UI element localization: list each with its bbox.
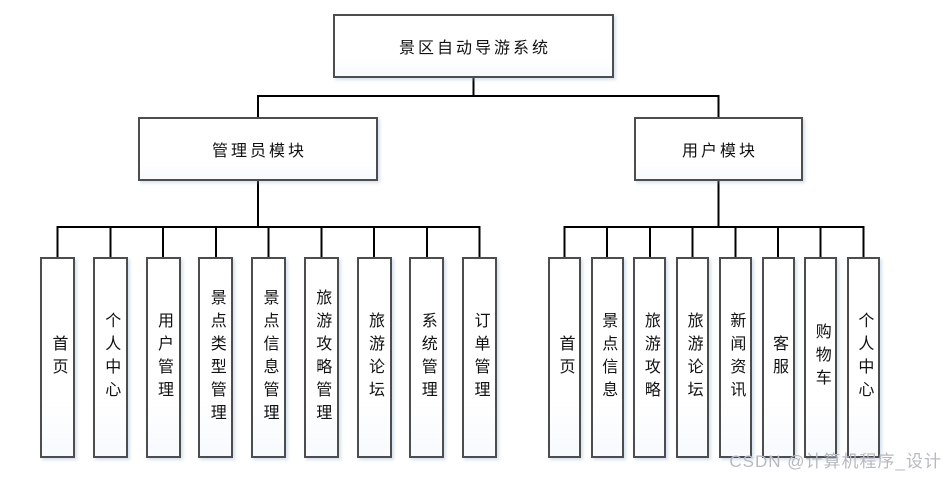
leaf-node-label: 旅游攻略管理 bbox=[313, 288, 331, 427]
tree-leaf-node: 个人中心 bbox=[92, 257, 128, 458]
leaf-node-label: 个人中心 bbox=[102, 311, 120, 404]
module-node-user: 用户模块 bbox=[634, 117, 803, 181]
tree-leaf-node: 景点信息管理 bbox=[251, 257, 286, 458]
user-leaf-row: 首页 景点信息 旅游攻略 旅游论坛 新闻资讯 客服 购物车 个人中心 bbox=[548, 257, 880, 458]
tree-leaf-node: 首页 bbox=[548, 257, 581, 458]
leaf-node-label: 新闻资讯 bbox=[727, 311, 745, 404]
tree-leaf-node: 旅游攻略 bbox=[633, 257, 667, 458]
tree-leaf-node: 旅游攻略管理 bbox=[303, 257, 339, 458]
module-node-admin-label: 管理员模块 bbox=[211, 143, 307, 160]
leaf-node-label: 个人中心 bbox=[855, 311, 873, 404]
leaf-node-label: 订单管理 bbox=[471, 311, 489, 404]
leaf-node-label: 系统管理 bbox=[418, 311, 436, 404]
leaf-node-label: 景点信息管理 bbox=[260, 288, 278, 427]
admin-leaf-row: 首页 个人中心 用户管理 景点类型管理 景点信息管理 旅游攻略管理 旅游论坛 系统管理 订单管理 bbox=[40, 257, 497, 458]
leaf-node-label: 景点类型管理 bbox=[207, 288, 225, 427]
module-node-user-label: 用户模块 bbox=[681, 143, 758, 160]
tree-leaf-node: 新闻资讯 bbox=[718, 257, 752, 458]
leaf-node-label: 首页 bbox=[49, 334, 67, 381]
tree-leaf-node: 用户管理 bbox=[145, 257, 181, 458]
tree-leaf-node: 旅游论坛 bbox=[676, 257, 710, 458]
tree-leaf-node: 景点信息 bbox=[590, 257, 624, 458]
leaf-node-label: 旅游攻略 bbox=[641, 311, 659, 404]
watermark-text: CSDN @计算机程序_设计 bbox=[729, 452, 942, 471]
leaf-node-label: 景点信息 bbox=[599, 311, 617, 404]
root-node: 景区自动导游系统 bbox=[333, 14, 614, 78]
root-node-label: 景区自动导游系统 bbox=[398, 40, 551, 57]
leaf-node-label: 购物车 bbox=[812, 323, 830, 392]
tree-leaf-node: 系统管理 bbox=[409, 257, 445, 458]
tree-leaf-node: 客服 bbox=[761, 257, 795, 458]
tree-leaf-node: 订单管理 bbox=[462, 257, 497, 458]
tree-leaf-node: 旅游论坛 bbox=[356, 257, 392, 458]
leaf-node-label: 用户管理 bbox=[155, 311, 172, 404]
tree-leaf-node: 个人中心 bbox=[846, 257, 880, 458]
leaf-node-label: 旅游论坛 bbox=[684, 311, 702, 404]
leaf-node-label: 客服 bbox=[770, 334, 788, 381]
leaf-node-label: 首页 bbox=[556, 334, 574, 381]
tree-leaf-node: 景点类型管理 bbox=[198, 257, 234, 458]
leaf-node-label: 旅游论坛 bbox=[366, 311, 383, 404]
tree-leaf-node: 首页 bbox=[40, 257, 75, 458]
tree-leaf-node: 购物车 bbox=[804, 257, 838, 458]
module-node-admin: 管理员模块 bbox=[138, 117, 378, 181]
